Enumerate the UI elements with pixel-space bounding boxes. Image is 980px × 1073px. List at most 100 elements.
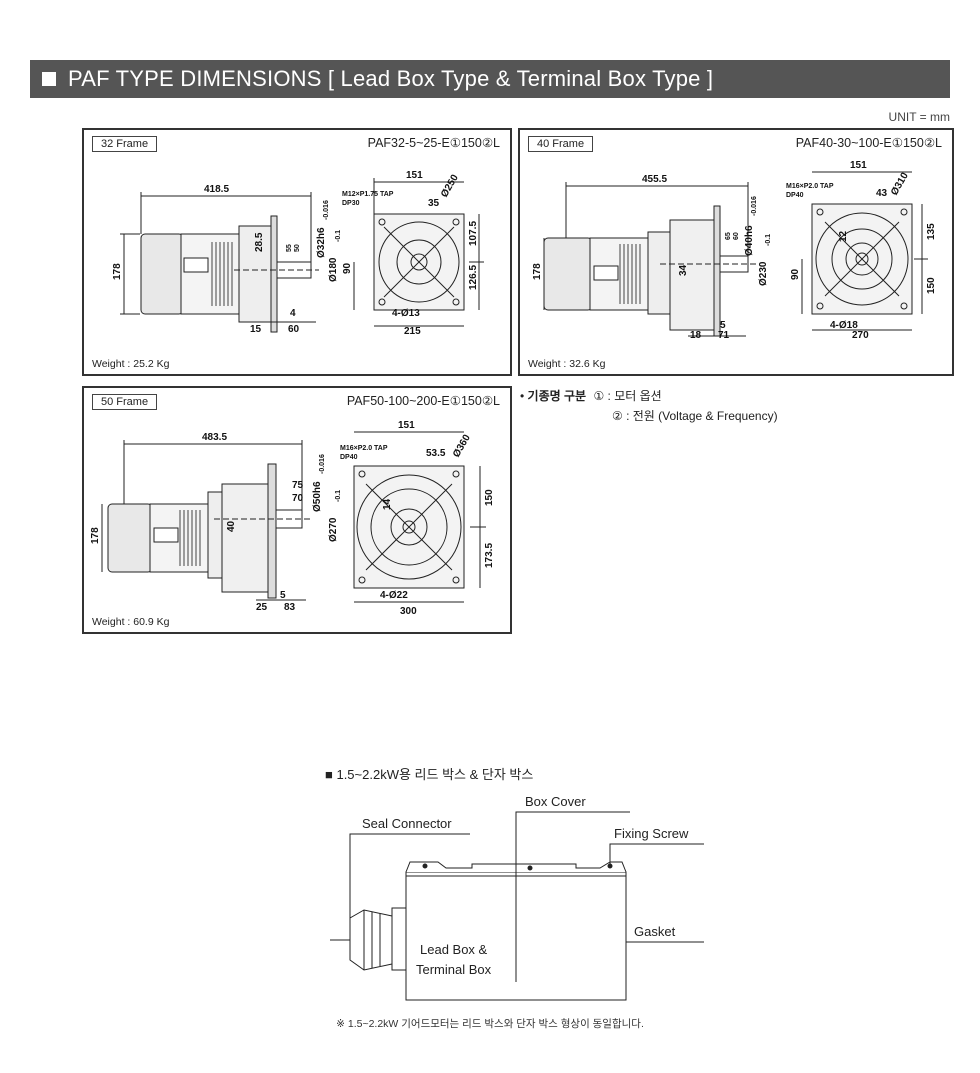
- dim-tol1: -0.016: [751, 196, 758, 216]
- leader-cover: [515, 811, 630, 982]
- dim-tol1: -0.016: [319, 454, 326, 474]
- dim-shaft-height: 90: [790, 268, 801, 280]
- dim-bolt-offset: 53.5: [426, 448, 446, 459]
- dim-s1: 75: [292, 480, 304, 491]
- dim-tol2: -0.1: [335, 490, 342, 502]
- label-box-cover: Box Cover: [525, 794, 586, 809]
- dim-upper: 107.5: [468, 221, 479, 246]
- dim-s2: 70: [292, 493, 304, 504]
- dim-width: 300: [400, 606, 417, 617]
- weight-label: Weight : 32.6 Kg: [528, 358, 606, 370]
- frame-tag: 50 Frame: [92, 394, 158, 410]
- motor-fan-cover: [140, 233, 184, 315]
- dim-gap: 4: [290, 308, 296, 319]
- model-naming-note: • 기종명 구분 ① : 모터 옵션 ② : 전원 (Voltage & Fre…: [520, 386, 778, 426]
- dim-length: 455.5: [642, 174, 667, 185]
- dim-upper: 150: [484, 489, 495, 506]
- model-code: PAF50-100~200-E①150②L: [346, 394, 500, 408]
- dim-key1: 28.5: [254, 232, 265, 252]
- dim-lower: 150: [926, 277, 937, 294]
- note-label: 기종명 구분: [527, 389, 587, 403]
- dim-pcd: 151: [406, 170, 423, 181]
- label-fixing-screw: Fixing Screw: [614, 826, 689, 841]
- dim-height: 178: [90, 527, 101, 544]
- dim-key2: Ø40h6: [744, 225, 755, 256]
- nameplate: [183, 257, 209, 273]
- dim-side: 12: [838, 230, 849, 242]
- dim-s1: 55: [286, 244, 293, 252]
- dim-holes: 4-Ø22: [380, 590, 408, 601]
- dim-s1: 65: [725, 232, 732, 240]
- dim-pilot: Ø180: [328, 257, 339, 282]
- dim-lower: 173.5: [484, 543, 495, 568]
- dim-tol2: -0.1: [765, 234, 772, 246]
- flange-plate: [270, 215, 278, 333]
- square-bullet-icon: [42, 72, 56, 86]
- dim-key1: 34: [678, 264, 689, 276]
- dim-flange: Ø310: [889, 170, 911, 197]
- dim-shaft-len2: 71: [718, 330, 730, 341]
- dim-holes: 4-Ø13: [392, 308, 420, 319]
- drawing-40-frame: 455.5 151 43 Ø310 M16×P2.0 TAP DP40 34 6…: [532, 160, 937, 341]
- weight-label: Weight : 25.2 Kg: [92, 358, 170, 370]
- dim-key1: 40: [226, 520, 237, 532]
- dim-width: 270: [852, 330, 869, 341]
- label-gasket: Gasket: [634, 924, 676, 939]
- dim-holes: 4-Ø18: [830, 320, 858, 331]
- footnote: ※ 1.5~2.2kW 기어드모터는 리드 박스와 단자 박스 형상이 동일합니…: [336, 1018, 644, 1030]
- dim-shaft-len1: 15: [250, 324, 262, 335]
- weight-label: Weight : 60.9 Kg: [92, 616, 170, 628]
- panel-50-frame: 483.5 151 53.5 Ø360 M16×P2.0 TAP DP40 40…: [82, 386, 512, 634]
- leader-seal: [349, 833, 470, 918]
- dim-s2: 50: [294, 244, 301, 252]
- frame-tag: 32 Frame: [92, 136, 158, 152]
- dim-tap: M16×P2.0 TAP: [340, 445, 388, 452]
- dim-length: 418.5: [204, 184, 229, 195]
- drawing-32-frame: 418.5 151 35 Ø250 M12×P1.75 TAP DP30 28.…: [112, 170, 484, 337]
- label-lead-box-line1: Lead Box &: [420, 942, 488, 957]
- dim-lower: 126.5: [468, 265, 479, 290]
- dim-key2: Ø32h6: [316, 227, 327, 258]
- dim-tol2: -0.1: [335, 230, 342, 242]
- dim-tap-depth: DP40: [340, 454, 358, 461]
- dim-pilot: Ø270: [328, 517, 339, 542]
- bullet-icon: •: [520, 389, 525, 403]
- dim-side: 14: [382, 498, 393, 510]
- dim-tap: M12×P1.75 TAP: [342, 191, 394, 198]
- dim-bolt-offset: 43: [876, 188, 888, 199]
- dim-width: 215: [404, 326, 421, 337]
- seal-connector: [349, 909, 393, 971]
- label-lead-box-line2: Terminal Box: [416, 962, 492, 977]
- dim-upper: 135: [926, 223, 937, 240]
- dim-tap-depth: DP40: [786, 192, 804, 199]
- drawing-50-frame: 483.5 151 53.5 Ø360 M16×P2.0 TAP DP40 40…: [90, 420, 495, 617]
- panel-40-frame: 455.5 151 43 Ø310 M16×P2.0 TAP DP40 34 6…: [518, 128, 954, 376]
- dim-flange: Ø250: [439, 172, 461, 199]
- model-code: PAF40-30~100-E①150②L: [795, 136, 942, 150]
- motor-body: [180, 233, 240, 315]
- dim-length: 483.5: [202, 432, 227, 443]
- dim-shaft-len1: 25: [256, 602, 268, 613]
- section-title-bar: PAF TYPE DIMENSIONS [ Lead Box Type & Te…: [30, 60, 950, 98]
- dim-shaft-len1: 18: [690, 330, 702, 341]
- front-flange-circle: [378, 221, 460, 303]
- section-title: PAF TYPE DIMENSIONS [ Lead Box Type & Te…: [68, 66, 714, 91]
- frame-tag: 40 Frame: [528, 136, 594, 152]
- dim-bolt-offset: 35: [428, 198, 440, 209]
- dim-tap: M16×P2.0 TAP: [786, 183, 834, 190]
- leader-screw: [609, 843, 704, 864]
- dim-pcd: 151: [850, 160, 867, 171]
- leadbox-diagram: Box Cover Seal Connector Fixing Screw Ga…: [330, 794, 704, 1001]
- note-item-1: ① : 모터 옵션: [593, 389, 662, 403]
- dim-gap: 5: [720, 320, 726, 331]
- panel-32-frame: 418.5 151 35 Ø250 M12×P1.75 TAP DP30 28.…: [82, 128, 512, 376]
- dim-height: 178: [532, 263, 543, 280]
- model-code: PAF32-5~25-E①150②L: [367, 136, 500, 150]
- dim-tap-depth: DP30: [342, 200, 360, 207]
- label-seal-connector: Seal Connector: [362, 816, 452, 831]
- dim-tol1: -0.016: [323, 200, 330, 220]
- leadbox-title: ■ 1.5~2.2kW용 리드 박스 & 단자 박스: [325, 767, 534, 782]
- dim-pcd: 151: [398, 420, 415, 431]
- dim-gap: 5: [280, 590, 286, 601]
- connector-flange: [391, 907, 407, 971]
